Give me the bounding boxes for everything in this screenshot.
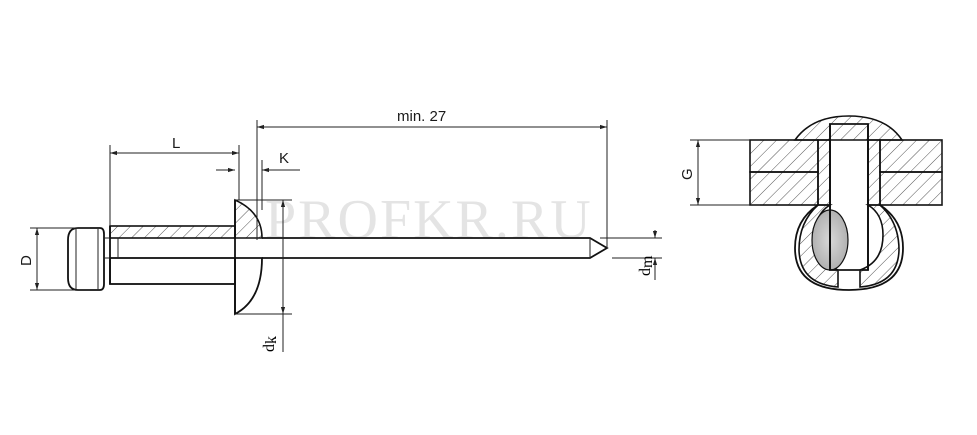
dimension-K: K — [216, 150, 300, 210]
L-label: L — [172, 135, 180, 152]
installed-rivet-bulb — [794, 204, 904, 291]
sheet-top-right — [879, 139, 943, 173]
dk-label: dk — [261, 336, 280, 352]
G-label: G — [679, 168, 696, 180]
sheet-top-left — [749, 139, 819, 173]
dimension-dk: dk — [236, 199, 292, 352]
watermark-text: PROFKR.RU — [265, 189, 593, 251]
overall-length-label: min. 27 — [397, 108, 446, 125]
installed-rivet-head — [793, 115, 904, 141]
installed-rivet-section — [749, 115, 943, 291]
dimension-G: G — [679, 139, 760, 206]
dimension-L: L — [109, 135, 240, 226]
flange — [234, 257, 263, 316]
dm-label: dm — [637, 255, 656, 276]
K-label: K — [279, 150, 289, 167]
D-label: D — [18, 255, 35, 266]
flange-section — [234, 198, 263, 239]
dimension-dm: dm — [600, 230, 662, 280]
sheet-bottom-left — [749, 171, 819, 206]
rivet-body-section — [109, 225, 236, 239]
mandrel-head — [67, 227, 105, 291]
dimension-D: D — [18, 227, 90, 291]
dimension-overall-length: min. 27 — [256, 108, 608, 248]
rivet-body — [109, 257, 236, 285]
sheet-bottom-right — [879, 171, 943, 206]
